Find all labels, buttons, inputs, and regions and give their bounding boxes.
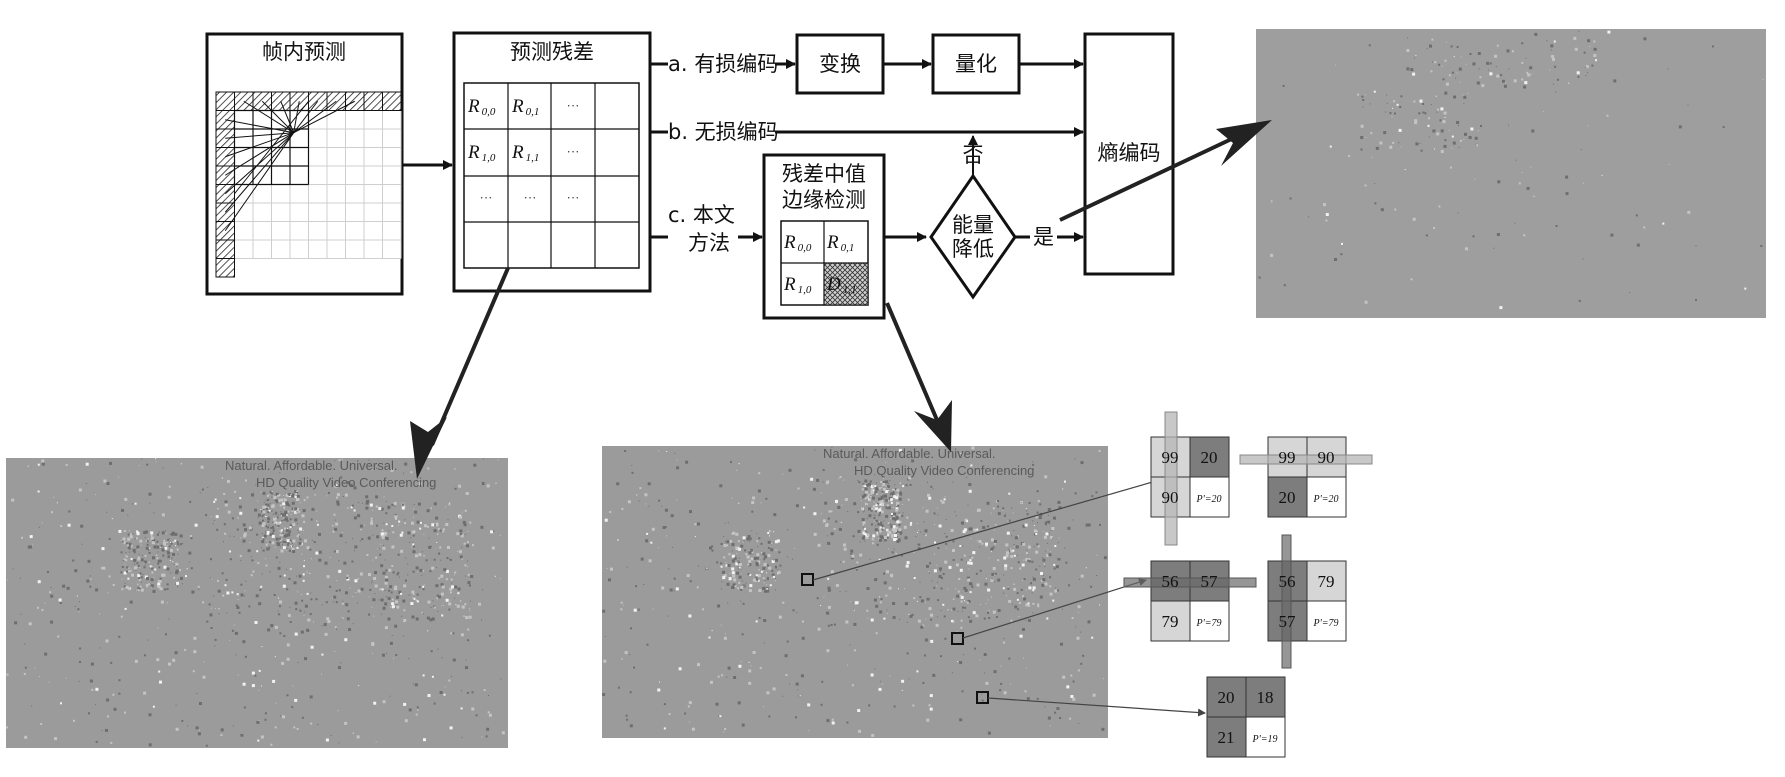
big-arrow-residual-to-image: [410, 267, 510, 479]
example-grid-5: 20 18 21 P'=19: [1206, 676, 1286, 758]
sample-marker-2: [951, 632, 964, 645]
frame-caption-2: HD Quality Video Conferencing: [256, 475, 436, 490]
intra-residual-image: Natural. Affordable. Universal. HD Quali…: [6, 458, 508, 748]
median-edge-label-2: 边缘检测: [782, 188, 866, 212]
example-value: 56: [1279, 572, 1296, 591]
intra-prediction-label: 帧内预测: [262, 40, 346, 64]
median-edge-label-1: 残差中值: [782, 162, 866, 186]
frame-caption-1: Natural. Affordable. Universal.: [225, 458, 397, 473]
entropy-coding-label: 熵编码: [1098, 141, 1161, 165]
example-value: 90: [1318, 448, 1335, 467]
example-grid-2: 99 90 20 P'=20: [1239, 436, 1373, 518]
frame-caption-1: Natural. Affordable. Universal.: [823, 446, 995, 461]
path-lossy-label: a. 有损编码: [668, 52, 778, 76]
cell-ellipsis: ···: [567, 190, 580, 205]
path-ours-label-2: 方法: [688, 231, 730, 255]
leader-line-3: [987, 697, 1206, 717]
sample-marker-3: [976, 691, 989, 704]
example-prediction: P'=20: [1196, 494, 1222, 505]
energy-label-1: 能量: [952, 213, 994, 237]
example-prediction: P'=79: [1313, 618, 1339, 629]
example-value: 90: [1162, 488, 1179, 507]
path-ours-label-1: c. 本文: [668, 203, 735, 227]
transform-label: 变换: [819, 52, 861, 76]
big-arrow-entropy-to-output: [1059, 120, 1272, 222]
example-value: 79: [1318, 572, 1335, 591]
frame-caption-2: HD Quality Video Conferencing: [854, 463, 1034, 478]
no-label: 否: [963, 143, 984, 167]
example-value: 20: [1201, 448, 1218, 467]
prediction-residual-label: 预测残差: [510, 40, 594, 64]
edge-bar-horizontal: [1123, 577, 1257, 588]
quantization-label: 量化: [955, 52, 997, 76]
output-residual-image: [1256, 29, 1766, 318]
intra-prediction-block: 帧内预测: [205, 32, 404, 296]
energy-decision-diamond: 能量 降低: [929, 173, 1017, 300]
example-value: 99: [1162, 448, 1179, 467]
path-lossless-label: b. 无损编码: [668, 120, 779, 144]
cell-ellipsis: ···: [480, 190, 493, 205]
leader-line-1: [812, 475, 1171, 581]
cell-ellipsis: ···: [567, 98, 580, 113]
example-value: 20: [1279, 488, 1296, 507]
cell-ellipsis: ···: [567, 144, 580, 159]
example-value: 21: [1218, 728, 1235, 747]
example-prediction: P'=19: [1252, 734, 1278, 745]
example-value: 79: [1162, 612, 1179, 631]
example-grid-4: 56 79 57 P'=79: [1267, 534, 1347, 669]
example-value: 20: [1218, 688, 1235, 707]
example-value: 56: [1162, 572, 1179, 591]
cell-ellipsis: ···: [524, 190, 537, 205]
example-value: 57: [1279, 612, 1297, 631]
example-value: 18: [1257, 688, 1274, 707]
example-grid-3: 56 57 79 P'=79: [1123, 560, 1257, 642]
example-grid-1: 99 20 90 P'=20: [1150, 411, 1230, 546]
example-prediction: P'=79: [1196, 618, 1222, 629]
big-arrow-median-to-image: [885, 302, 952, 452]
yes-label: 是: [1033, 225, 1054, 249]
quantization-block: 量化: [931, 33, 1021, 95]
edge-bar-vertical: [1164, 411, 1178, 546]
intra-prediction-grid: [215, 91, 402, 278]
edge-bar-vertical: [1281, 534, 1292, 669]
example-prediction: P'=20: [1313, 494, 1339, 505]
energy-label-2: 降低: [952, 237, 994, 261]
transform-block: 变换: [795, 33, 885, 95]
example-value: 99: [1279, 448, 1296, 467]
example-value: 57: [1201, 572, 1219, 591]
edge-bar-horizontal: [1239, 454, 1373, 465]
median-residual-image: Natural. Affordable. Universal. HD Quali…: [602, 446, 1108, 738]
entropy-coding-block: 熵编码: [1083, 32, 1175, 276]
leader-line-2: [962, 578, 1147, 639]
